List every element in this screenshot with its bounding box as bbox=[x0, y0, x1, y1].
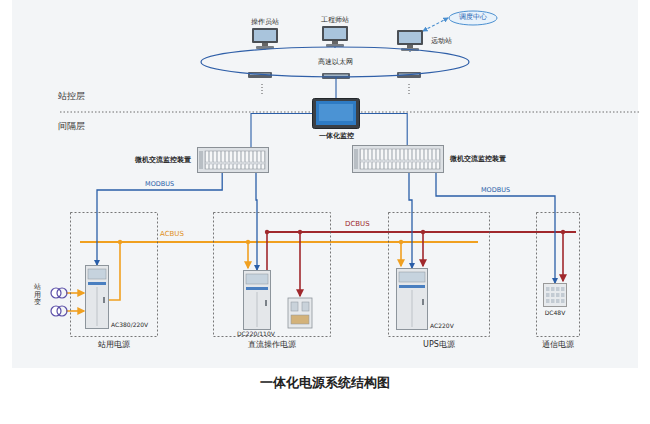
node-label: DC48V bbox=[545, 310, 566, 317]
connector-line bbox=[256, 173, 257, 270]
cabinet: DC220/110V bbox=[243, 270, 271, 330]
node-label: 远动站 bbox=[431, 37, 452, 45]
monitor-unit: 一体化监控 bbox=[312, 98, 360, 129]
workstation: 工程师站 bbox=[320, 26, 350, 48]
panel-ground bbox=[12, 0, 638, 368]
connector-line bbox=[409, 173, 412, 268]
node-label: AC220V bbox=[430, 323, 454, 330]
node-label: 操作员站 bbox=[251, 18, 279, 26]
connector-line bbox=[436, 173, 555, 283]
layer-label: 间隔层 bbox=[58, 121, 85, 131]
node-label: 微机交流监控装置 bbox=[135, 156, 191, 164]
dc-bus-junctions bbox=[265, 230, 565, 234]
power-group-shape bbox=[213, 212, 331, 337]
connector-line bbox=[335, 77, 336, 98]
power-group: 站用电源AC380/220V bbox=[70, 212, 158, 337]
layer-label: 站控层 bbox=[58, 91, 85, 101]
node-label: 高速以太网 bbox=[318, 58, 353, 66]
comm-module: DC48V bbox=[543, 283, 567, 307]
node-label: 通信电源 bbox=[542, 340, 574, 349]
cabinet-shape bbox=[85, 265, 109, 329]
comm-module-shape bbox=[543, 283, 567, 307]
ac-bus-junctions bbox=[118, 240, 403, 244]
node-label: AC380/220V bbox=[111, 322, 148, 329]
power-group: 通信电源DC48V bbox=[536, 212, 580, 337]
dispatch-link bbox=[423, 18, 448, 31]
transformer-symbols bbox=[51, 288, 67, 316]
monitor-rack-shape bbox=[352, 145, 444, 173]
bus-label: DCBUS bbox=[345, 220, 370, 228]
workstation-shape bbox=[250, 28, 280, 50]
power-group-shape bbox=[70, 212, 158, 337]
cabinet: AC380/220V bbox=[85, 265, 109, 329]
cabinet-shape bbox=[243, 270, 271, 330]
node-label: 一体化监控 bbox=[319, 132, 354, 140]
figure-caption: 一体化电源系统结构图 bbox=[0, 376, 650, 391]
connector-line bbox=[360, 114, 407, 146]
connector-line bbox=[251, 114, 312, 148]
monitor-rack: 微机交流监控装置 bbox=[352, 145, 444, 173]
connector-line bbox=[97, 173, 222, 265]
node-label: DC220/110V bbox=[237, 331, 275, 338]
bus-label: ACBUS bbox=[160, 230, 184, 238]
protocol-label: MODBUS bbox=[480, 187, 511, 194]
protocol-label: MODBUS bbox=[144, 181, 175, 188]
cabinet: AC220V bbox=[396, 268, 428, 330]
cabinet-shape bbox=[396, 268, 428, 330]
distribution-module bbox=[288, 298, 312, 328]
monitor-rack-shape bbox=[197, 147, 269, 173]
dispatch-ellipse: 调度中心 bbox=[448, 10, 498, 26]
dc-bus-wires bbox=[266, 232, 576, 296]
node-label: 直流操作电源 bbox=[248, 340, 296, 349]
workstation-shape bbox=[320, 26, 350, 48]
power-group-shape bbox=[536, 212, 580, 337]
workstation: 操作员站 bbox=[250, 28, 280, 50]
power-group: UPS电源AC220V bbox=[388, 212, 490, 337]
monitor-rack: 微机交流监控装置 bbox=[197, 147, 269, 173]
node-label: 站用电源 bbox=[98, 340, 130, 349]
node-label: 微机交流监控装置 bbox=[450, 155, 506, 163]
vertical-label: 站用变 bbox=[34, 284, 41, 307]
node-label: 调度中心 bbox=[459, 14, 487, 21]
monitor-unit-shape bbox=[312, 98, 360, 129]
ethernet-ring: 高速以太网 bbox=[200, 46, 470, 78]
power-group: 直流操作电源DC220/110V bbox=[213, 212, 331, 337]
node-label: UPS电源 bbox=[423, 340, 455, 349]
node-label: 工程师站 bbox=[321, 16, 349, 24]
